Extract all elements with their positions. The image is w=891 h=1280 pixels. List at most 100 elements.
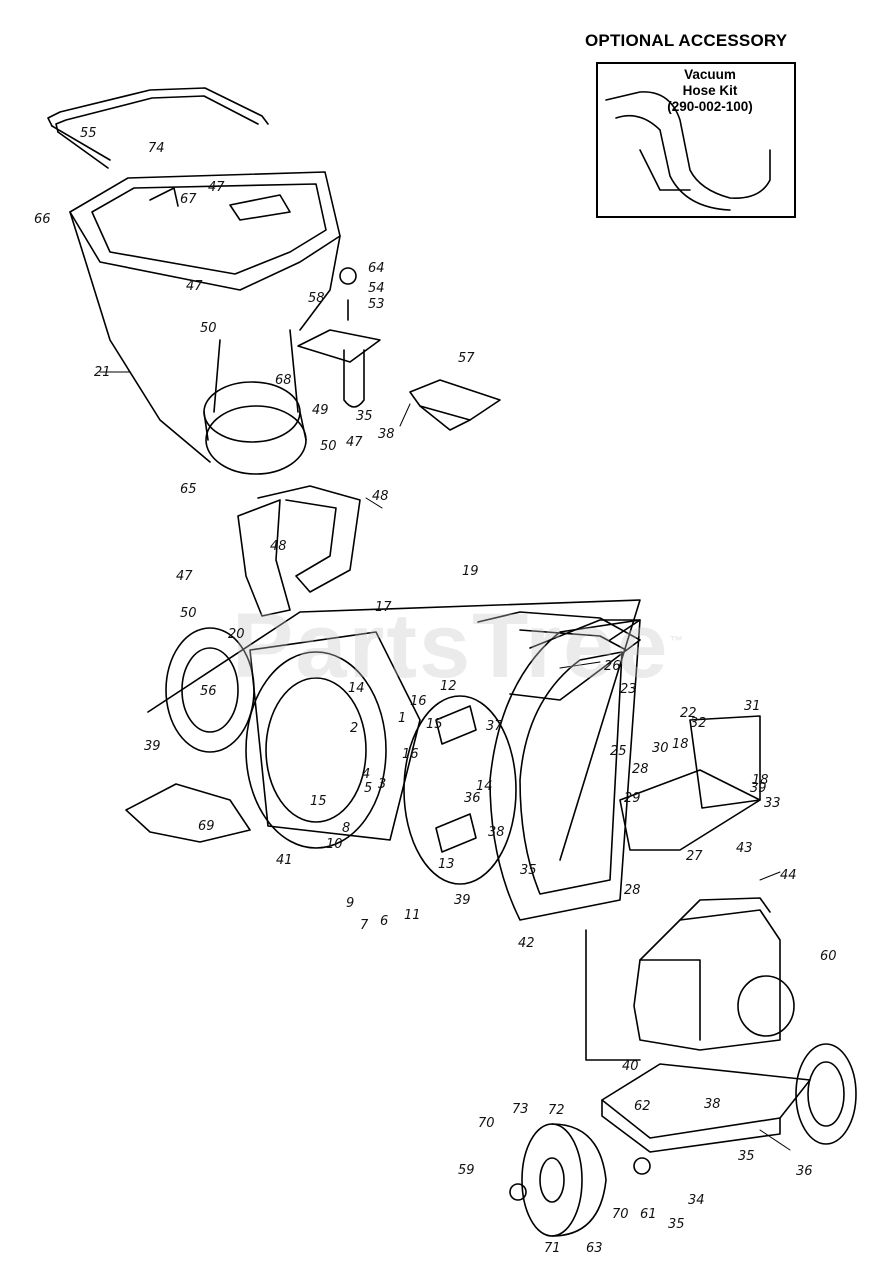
part-callout-1: 1: [398, 711, 407, 726]
part-callout-64: 64: [368, 261, 385, 276]
part-callout-68: 68: [275, 373, 292, 388]
part-callout-38: 38: [378, 427, 395, 442]
part-callout-47: 47: [208, 180, 225, 195]
part-callout-28: 28: [624, 883, 641, 898]
plate-part: [409, 379, 501, 431]
shield-part: [619, 715, 761, 851]
part-callout-50: 50: [320, 439, 337, 454]
part-callout-57: 57: [458, 351, 475, 366]
part-callout-15: 15: [310, 794, 327, 809]
part-callout-13: 13: [438, 857, 455, 872]
part-callout-34: 34: [688, 1193, 705, 1208]
part-callout-39: 39: [750, 781, 767, 796]
part-callout-15: 15: [426, 717, 443, 732]
accessory-line-2: Hose Kit: [682, 83, 738, 98]
part-callout-8: 8: [342, 821, 351, 836]
part-callout-3: 3: [378, 777, 387, 792]
handle-part: [47, 87, 269, 169]
part-callout-17: 17: [375, 600, 392, 615]
part-callout-47: 47: [176, 569, 193, 584]
part-callout-43: 43: [736, 841, 753, 856]
discharge-part: [125, 783, 251, 843]
part-callout-60: 60: [820, 949, 837, 964]
watermark-text: PartsTree: [232, 595, 670, 697]
part-callout-49: 49: [312, 403, 329, 418]
part-callout-19: 19: [462, 564, 479, 579]
part-callout-25: 25: [610, 744, 627, 759]
part-callout-14: 14: [348, 681, 365, 696]
part-callout-67: 67: [180, 192, 197, 207]
part-callout-62: 62: [634, 1099, 651, 1114]
part-callout-47: 47: [186, 279, 203, 294]
deflector-part: [237, 485, 361, 617]
part-callout-36: 36: [796, 1164, 813, 1179]
part-callout-4: 4: [362, 767, 371, 782]
part-callout-40: 40: [622, 1059, 639, 1074]
part-callout-35: 35: [520, 863, 537, 878]
hopper-part: [69, 171, 341, 463]
part-callout-31: 31: [744, 699, 761, 714]
part-callout-38: 38: [704, 1097, 721, 1112]
bracket-part: [297, 267, 381, 408]
frame-part: [585, 929, 811, 1153]
part-callout-47: 47: [346, 435, 363, 450]
part-callout-74: 74: [148, 141, 165, 156]
part-callout-41: 41: [276, 853, 293, 868]
part-callout-18: 18: [752, 773, 769, 788]
part-callout-35: 35: [668, 1217, 685, 1232]
leader-lines: [99, 371, 791, 1151]
optional-accessory-heading: OPTIONAL ACCESSORY: [585, 31, 788, 50]
part-callout-71: 71: [544, 1241, 561, 1256]
part-callout-63: 63: [586, 1241, 603, 1256]
part-callout-39: 39: [144, 739, 161, 754]
part-callout-59: 59: [458, 1163, 475, 1178]
accessory-part-number: (290-002-100): [667, 99, 753, 114]
part-callout-54: 54: [368, 281, 385, 296]
part-callout-32: 32: [690, 716, 707, 731]
part-callout-73: 73: [512, 1102, 529, 1117]
part-callout-26: 26: [604, 659, 621, 674]
part-callout-2: 2: [350, 721, 359, 736]
part-callout-58: 58: [308, 291, 325, 306]
chute-ring-part: [203, 329, 307, 475]
part-callout-35: 35: [738, 1149, 755, 1164]
part-callout-48: 48: [270, 539, 287, 554]
part-callout-18: 18: [672, 737, 689, 752]
part-callout-69: 69: [198, 819, 215, 834]
part-callout-70: 70: [612, 1207, 629, 1222]
part-callout-6: 6: [380, 914, 389, 929]
part-callout-12: 12: [440, 679, 457, 694]
part-callout-29: 29: [624, 791, 641, 806]
part-callout-42: 42: [518, 936, 535, 951]
guard-part: [477, 611, 641, 701]
part-callout-35: 35: [356, 409, 373, 424]
part-callout-48: 48: [372, 489, 389, 504]
part-callout-30: 30: [652, 741, 669, 756]
part-callout-53: 53: [368, 297, 385, 312]
part-callout-61: 61: [640, 1207, 657, 1222]
part-callout-7: 7: [360, 918, 369, 933]
part-callout-50: 50: [180, 606, 197, 621]
part-callout-33: 33: [764, 796, 781, 811]
part-callout-23: 23: [620, 682, 637, 697]
part-callout-27: 27: [686, 849, 703, 864]
rear-wheel-part: [795, 1043, 857, 1145]
accessory-label: Vacuum Hose Kit (290-002-100): [640, 67, 780, 115]
watermark-tm: ™: [669, 632, 686, 649]
accessory-line-1: Vacuum: [684, 67, 736, 82]
part-callout-39: 39: [454, 893, 471, 908]
part-callout-65: 65: [180, 482, 197, 497]
part-callout-55: 55: [80, 126, 97, 141]
part-callout-16: 16: [402, 747, 419, 762]
part-callout-9: 9: [346, 896, 355, 911]
part-callout-66: 66: [34, 212, 51, 227]
front-wheel-part: [509, 1123, 651, 1237]
accessory-box: [596, 62, 796, 218]
engine-part: [633, 897, 795, 1051]
part-callout-20: 20: [228, 627, 245, 642]
part-callout-72: 72: [548, 1103, 565, 1118]
part-callout-50: 50: [200, 321, 217, 336]
part-callout-56: 56: [200, 684, 217, 699]
part-callout-14: 14: [476, 779, 493, 794]
